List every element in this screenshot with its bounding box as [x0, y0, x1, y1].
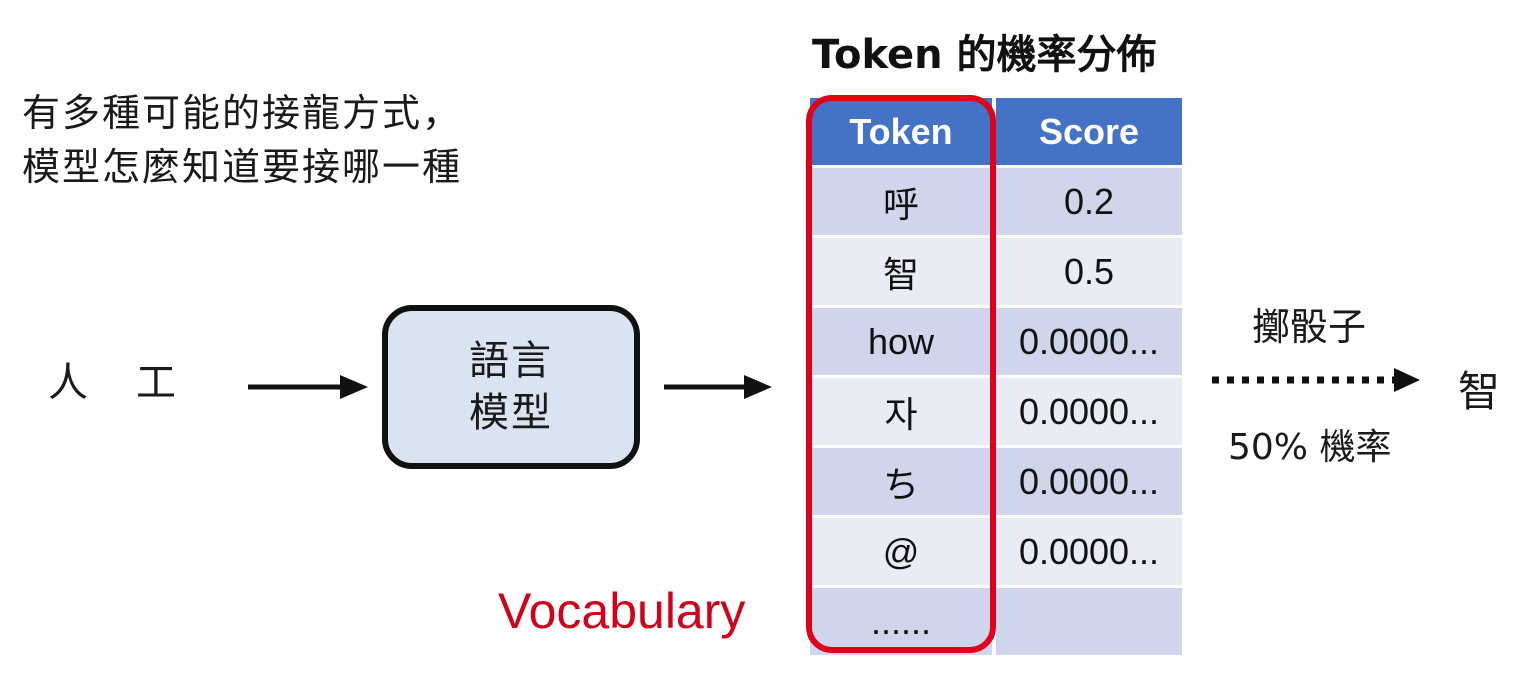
vocabulary-highlight [806, 95, 996, 653]
question-line-1: 有多種可能的接龍方式， [22, 91, 463, 135]
input-arrow [248, 375, 368, 399]
token-cell: how [810, 306, 996, 378]
input-token-2: 工 [136, 360, 176, 406]
question-text: 有多種可能的接龍方式， 模型怎麼知道要接哪一種 [22, 86, 582, 194]
token-cell: ち [810, 446, 996, 518]
model-label-line-2: 模型 [469, 390, 553, 436]
table-row: how 0.0000... [810, 306, 1186, 378]
table-header-row: Token Score [810, 98, 1186, 168]
score-cell [994, 586, 1186, 658]
question-line-2: 模型怎麼知道要接哪一種 [22, 145, 463, 189]
input-tokens: 人工 [48, 358, 176, 408]
distribution-title: Token 的機率分佈 [812, 32, 1157, 78]
sampled-output-token: 智 [1458, 367, 1501, 416]
input-token-1: 人 [48, 360, 88, 406]
language-model-box: 語言 模型 [382, 305, 640, 469]
table-row: 자 0.0000... [810, 376, 1186, 448]
table-row: ち 0.0000... [810, 446, 1186, 518]
token-cell: ...... [810, 586, 996, 658]
token-cell: 자 [810, 376, 996, 448]
sampling-action-label: 擲骰子 [1252, 305, 1367, 349]
score-cell: 0.0000... [994, 516, 1186, 588]
token-distribution-table: Token Score 呼 0.2 智 0.5 how 0.0000... 자 … [810, 98, 1186, 658]
table-row: ...... [810, 586, 1186, 658]
header-score: Score [994, 98, 1186, 168]
model-label-line-1: 語言 [469, 338, 553, 384]
header-token: Token [810, 98, 996, 168]
score-cell: 0.0000... [994, 446, 1186, 518]
score-cell: 0.2 [994, 166, 1186, 238]
output-arrow [664, 375, 772, 399]
score-cell: 0.0000... [994, 306, 1186, 378]
score-cell: 0.5 [994, 236, 1186, 308]
sampling-dotted-arrow [1212, 368, 1420, 392]
vocabulary-label: Vocabulary [498, 583, 746, 639]
table-row: @ 0.0000... [810, 516, 1186, 588]
token-cell: 智 [810, 236, 996, 308]
sampling-probability-label: 50% 機率 [1228, 427, 1392, 468]
table-row: 智 0.5 [810, 236, 1186, 308]
token-cell: @ [810, 516, 996, 588]
score-cell: 0.0000... [994, 376, 1186, 448]
table-row: 呼 0.2 [810, 166, 1186, 238]
token-cell: 呼 [810, 166, 996, 238]
